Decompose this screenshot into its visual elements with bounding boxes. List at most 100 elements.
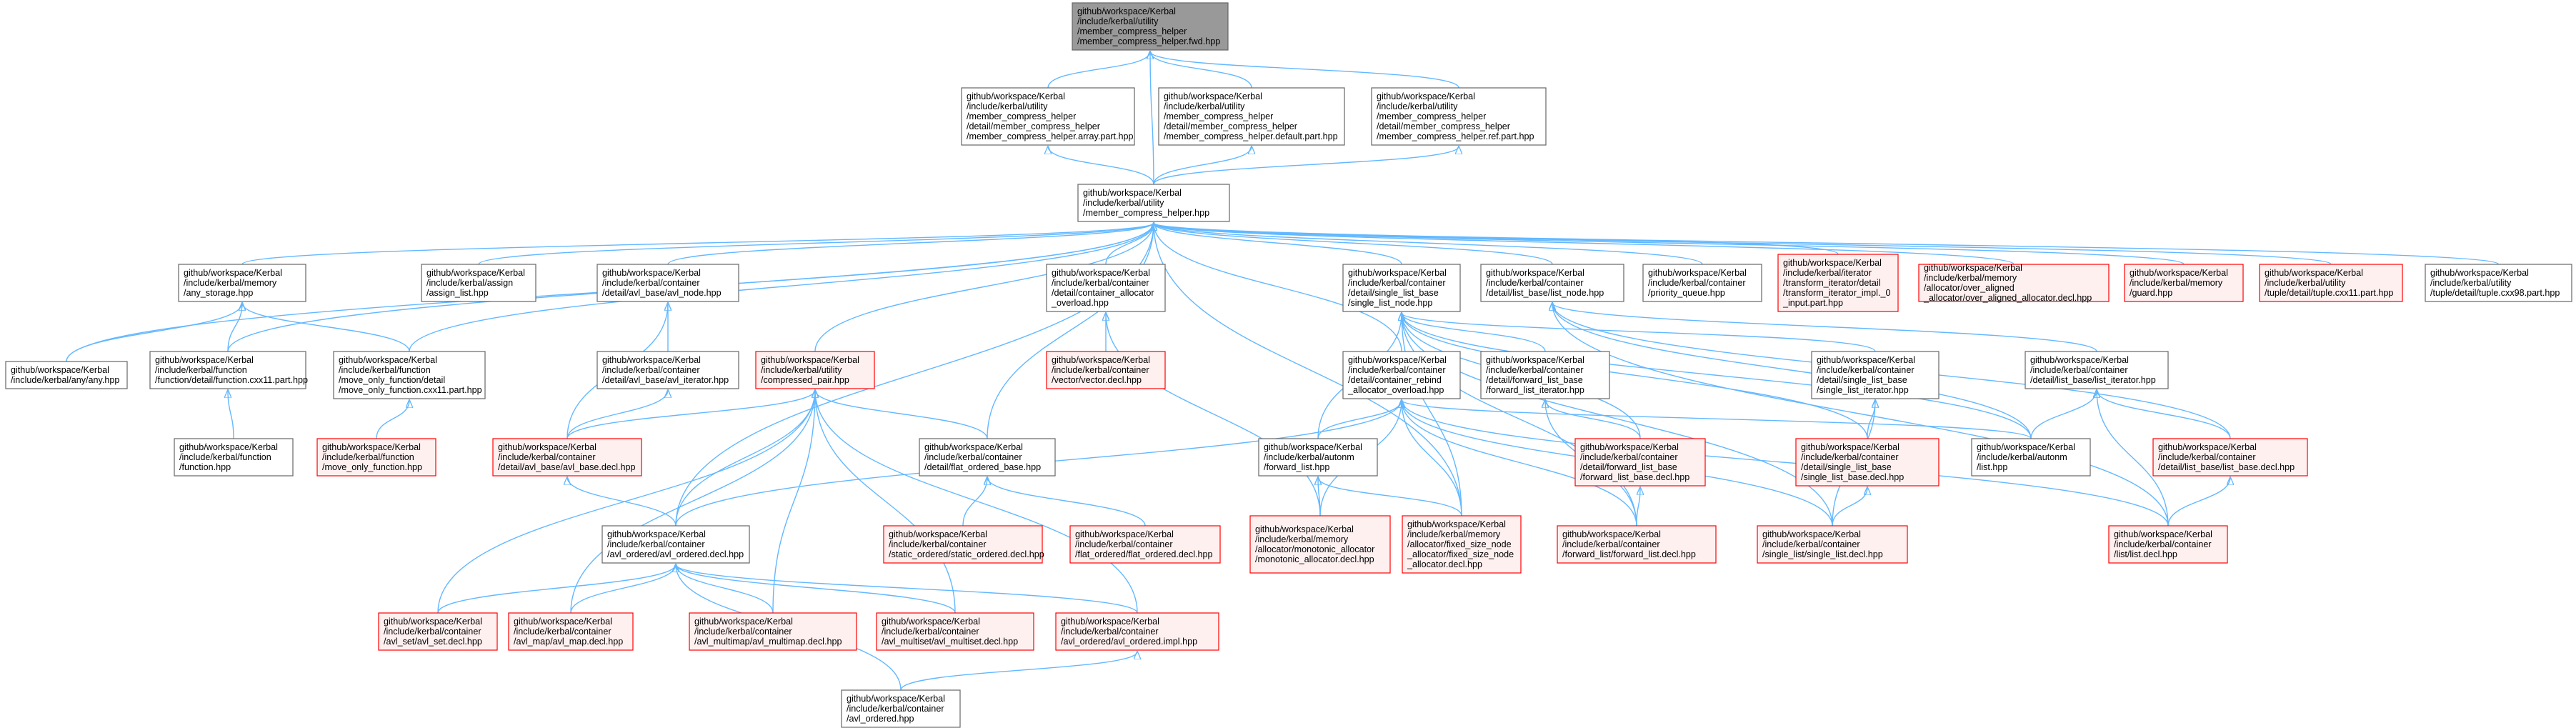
node-box [2124,264,2244,302]
graph-node-move-only-function[interactable]: github/workspace/Kerbal/include/kerbal/f… [316,438,436,477]
dependency-edge-list_decl-to-list_node [1552,303,2169,527]
dependency-edge-avl_set_decl-to-compressed_pair [437,390,815,614]
graph-node-guard[interactable]: github/workspace/Kerbal/include/kerbal/m… [2124,264,2244,302]
dependency-edge-avl_multimap_decl-to-compressed_pair [772,390,815,614]
graph-node-monotonic[interactable]: github/workspace/Kerbal/include/kerbal/m… [1249,515,1391,574]
graph-node-avl-map-decl[interactable]: github/workspace/Kerbal/include/kerbal/c… [508,612,634,651]
dependency-edge-avl_base_decl-to-compressed_pair [566,390,815,439]
graph-node-vector-decl[interactable]: github/workspace/Kerbal/include/kerbal/c… [1046,351,1166,389]
graph-node-array-part[interactable]: github/workspace/Kerbal/include/kerbal/u… [961,87,1135,146]
node-box [333,351,486,399]
graph-node-function-hpp[interactable]: github/workspace/Kerbal/include/kerbal/f… [174,438,294,477]
dependency-edge-monotonic-to-autonm_forward_list [1318,477,1320,517]
dependency-edge-function_hpp-to-function_cxx11 [228,390,234,439]
graph-node-function-cxx11[interactable]: github/workspace/Kerbal/include/kerbal/f… [149,351,308,389]
graph-node-avl-set-decl[interactable]: github/workspace/Kerbal/include/kerbal/c… [378,612,498,651]
graph-node-sl-node[interactable]: github/workspace/Kerbal/include/kerbal/c… [1342,264,1461,312]
graph-node-list-iterator[interactable]: github/workspace/Kerbal/include/kerbal/c… [2025,351,2169,389]
graph-node-compressed-pair[interactable]: github/workspace/Kerbal/include/kerbal/u… [755,351,875,389]
node-label-line: /tuple/detail/tuple.cxx11.part.hpp [2265,288,2393,298]
graph-node-flat-ordered-base[interactable]: github/workspace/Kerbal/include/kerbal/c… [919,438,1056,477]
node-box [596,351,739,389]
node-label-line: /include/kerbal/container [1061,627,1159,637]
graph-node-avl-ordered-decl[interactable]: github/workspace/Kerbal/include/kerbal/c… [601,525,750,564]
graph-node-static-ordered[interactable]: github/workspace/Kerbal/include/kerbal/c… [883,525,1044,564]
graph-node-ref-part[interactable]: github/workspace/Kerbal/include/kerbal/u… [1371,87,1547,146]
node-label-line: github/workspace/Kerbal [498,442,596,452]
node-label-line: github/workspace/Kerbal [1083,188,1182,198]
dependency-edge-forward_list_decl-to-rebind_overload [1402,400,1637,527]
node-label-line: /member_compress_helper [1164,111,1273,121]
graph-node-sl-iterator[interactable]: github/workspace/Kerbal/include/kerbal/c… [1811,351,1940,399]
graph-node-mch[interactable]: github/workspace/Kerbal/include/kerbal/u… [1077,184,1230,222]
node-label-line: /include/kerbal/container [694,627,792,637]
graph-node-root[interactable]: github/workspace/Kerbal/include/kerbal/u… [1072,2,1229,51]
node-label-line: /detail/list_base/list_iterator.hpp [2030,375,2156,385]
graph-node-autonm-list[interactable]: github/workspace/Kerbal/include/kerbal/a… [1971,438,2091,477]
node-label-line: /detail/list_base/list_node.hpp [1486,288,1604,298]
node-label-line: _allocator/fixed_size_node [1407,549,1514,559]
graph-node-sl-base-decl[interactable]: github/workspace/Kerbal/include/kerbal/c… [1795,438,1940,487]
node-box [689,612,857,651]
dependency-edge-move_only_cxx11-to-any_storage [242,303,410,352]
node-label-line: /include/kerbal/container [924,452,1022,462]
node-label-line: /include/kerbal/container [2030,365,2128,375]
graph-node-tuple-cxx98[interactable]: github/workspace/Kerbal/include/kerbal/u… [2425,264,2572,302]
node-label-line: /forward_list_base.decl.hpp [1580,472,1689,482]
dependency-edge-list_decl-to-list_base_decl [2167,477,2230,527]
dependency-edge-avl_set_decl-to-avl_ordered_decl [437,564,676,614]
dependency-edge-mch-to-default_part [1153,146,1252,185]
graph-node-avl-multiset-decl[interactable]: github/workspace/Kerbal/include/kerbal/c… [876,612,1034,651]
node-label-line: /function.hpp [179,462,231,472]
node-box [2152,438,2308,477]
node-box [1249,515,1391,574]
dependency-edge-fixed_size_node-to-mch [1154,223,1462,517]
graph-node-flat-ordered[interactable]: github/workspace/Kerbal/include/kerbal/c… [1069,525,1221,564]
graph-node-avl-ordered-impl[interactable]: github/workspace/Kerbal/include/kerbal/c… [1055,612,1219,651]
node-label-line: github/workspace/Kerbal [1255,524,1354,534]
node-label-line: /avl_ordered/avl_ordered.decl.hpp [607,549,744,559]
node-label-line: github/workspace/Kerbal [1264,442,1362,452]
graph-node-fl-iterator[interactable]: github/workspace/Kerbal/include/kerbal/c… [1480,351,1610,399]
graph-node-single-list-decl[interactable]: github/workspace/Kerbal/include/kerbal/c… [1757,525,1908,564]
node-label-line: github/workspace/Kerbal [426,268,525,278]
dependency-edge-priority_queue-to-mch [1154,223,1703,265]
node-box [316,438,436,477]
graph-node-avl-node[interactable]: github/workspace/Kerbal/include/kerbal/c… [596,264,739,302]
graph-node-ca-overload[interactable]: github/workspace/Kerbal/include/kerbal/c… [1046,264,1166,312]
graph-node-list-decl[interactable]: github/workspace/Kerbal/include/kerbal/c… [2108,525,2228,564]
graph-node-any-storage[interactable]: github/workspace/Kerbal/include/kerbal/m… [178,264,306,302]
graph-node-avl-ordered-hpp[interactable]: github/workspace/Kerbal/include/kerbal/c… [841,689,961,728]
graph-node-tuple-cxx11[interactable]: github/workspace/Kerbal/include/kerbal/u… [2259,264,2403,302]
node-label-line: /member_compress_helper [1377,111,1486,121]
node-label-line: /include/kerbal/utility [1077,16,1159,26]
graph-node-avl-base-decl[interactable]: github/workspace/Kerbal/include/kerbal/c… [492,438,642,477]
node-label-line: /include/kerbal/autonm [1264,452,1354,462]
graph-node-default-part[interactable]: github/workspace/Kerbal/include/kerbal/u… [1158,87,1345,146]
graph-node-autonm-forward-list[interactable]: github/workspace/Kerbal/include/kerbal/a… [1258,438,1378,477]
node-box [1342,351,1461,399]
graph-node-list-node[interactable]: github/workspace/Kerbal/include/kerbal/c… [1480,264,1624,302]
graph-node-priority-queue[interactable]: github/workspace/Kerbal/include/kerbal/c… [1642,264,1762,302]
graph-node-over-aligned[interactable]: github/workspace/Kerbal/include/kerbal/m… [1918,263,2110,303]
graph-node-fixed-size-node[interactable]: github/workspace/Kerbal/include/kerbal/m… [1402,515,1522,574]
graph-node-forward-list-decl[interactable]: github/workspace/Kerbal/include/kerbal/c… [1557,525,1717,564]
node-label-line: /include/kerbal/container [889,539,987,549]
graph-node-avl-multimap-decl[interactable]: github/workspace/Kerbal/include/kerbal/c… [689,612,857,651]
node-label-line: /include/kerbal/container [1762,539,1860,549]
graph-node-any[interactable]: github/workspace/Kerbal/include/kerbal/a… [5,361,128,389]
graph-node-avl-iterator[interactable]: github/workspace/Kerbal/include/kerbal/c… [596,351,739,389]
dependency-edge-sl_base_decl-to-sl_node [1402,313,1868,439]
graph-node-fl-base-decl[interactable]: github/workspace/Kerbal/include/kerbal/c… [1574,438,1706,487]
graph-node-list-base-decl[interactable]: github/workspace/Kerbal/include/kerbal/c… [2152,438,2308,477]
graph-node-move-only-cxx11[interactable]: github/workspace/Kerbal/include/kerbal/f… [333,351,486,399]
node-box [601,525,750,564]
node-label-line: github/workspace/Kerbal [1801,442,1899,452]
node-label-line: github/workspace/Kerbal [11,365,109,375]
dependency-edge-fl_base_decl-to-fl_iterator [1545,400,1641,439]
graph-node-transform-iter[interactable]: github/workspace/Kerbal/include/kerbal/i… [1777,254,1899,312]
graph-node-assign-list[interactable]: github/workspace/Kerbal/include/kerbal/a… [421,264,536,302]
graph-node-rebind-overload[interactable]: github/workspace/Kerbal/include/kerbal/c… [1342,351,1461,399]
node-label-line: /include/kerbal/container [1348,278,1446,288]
